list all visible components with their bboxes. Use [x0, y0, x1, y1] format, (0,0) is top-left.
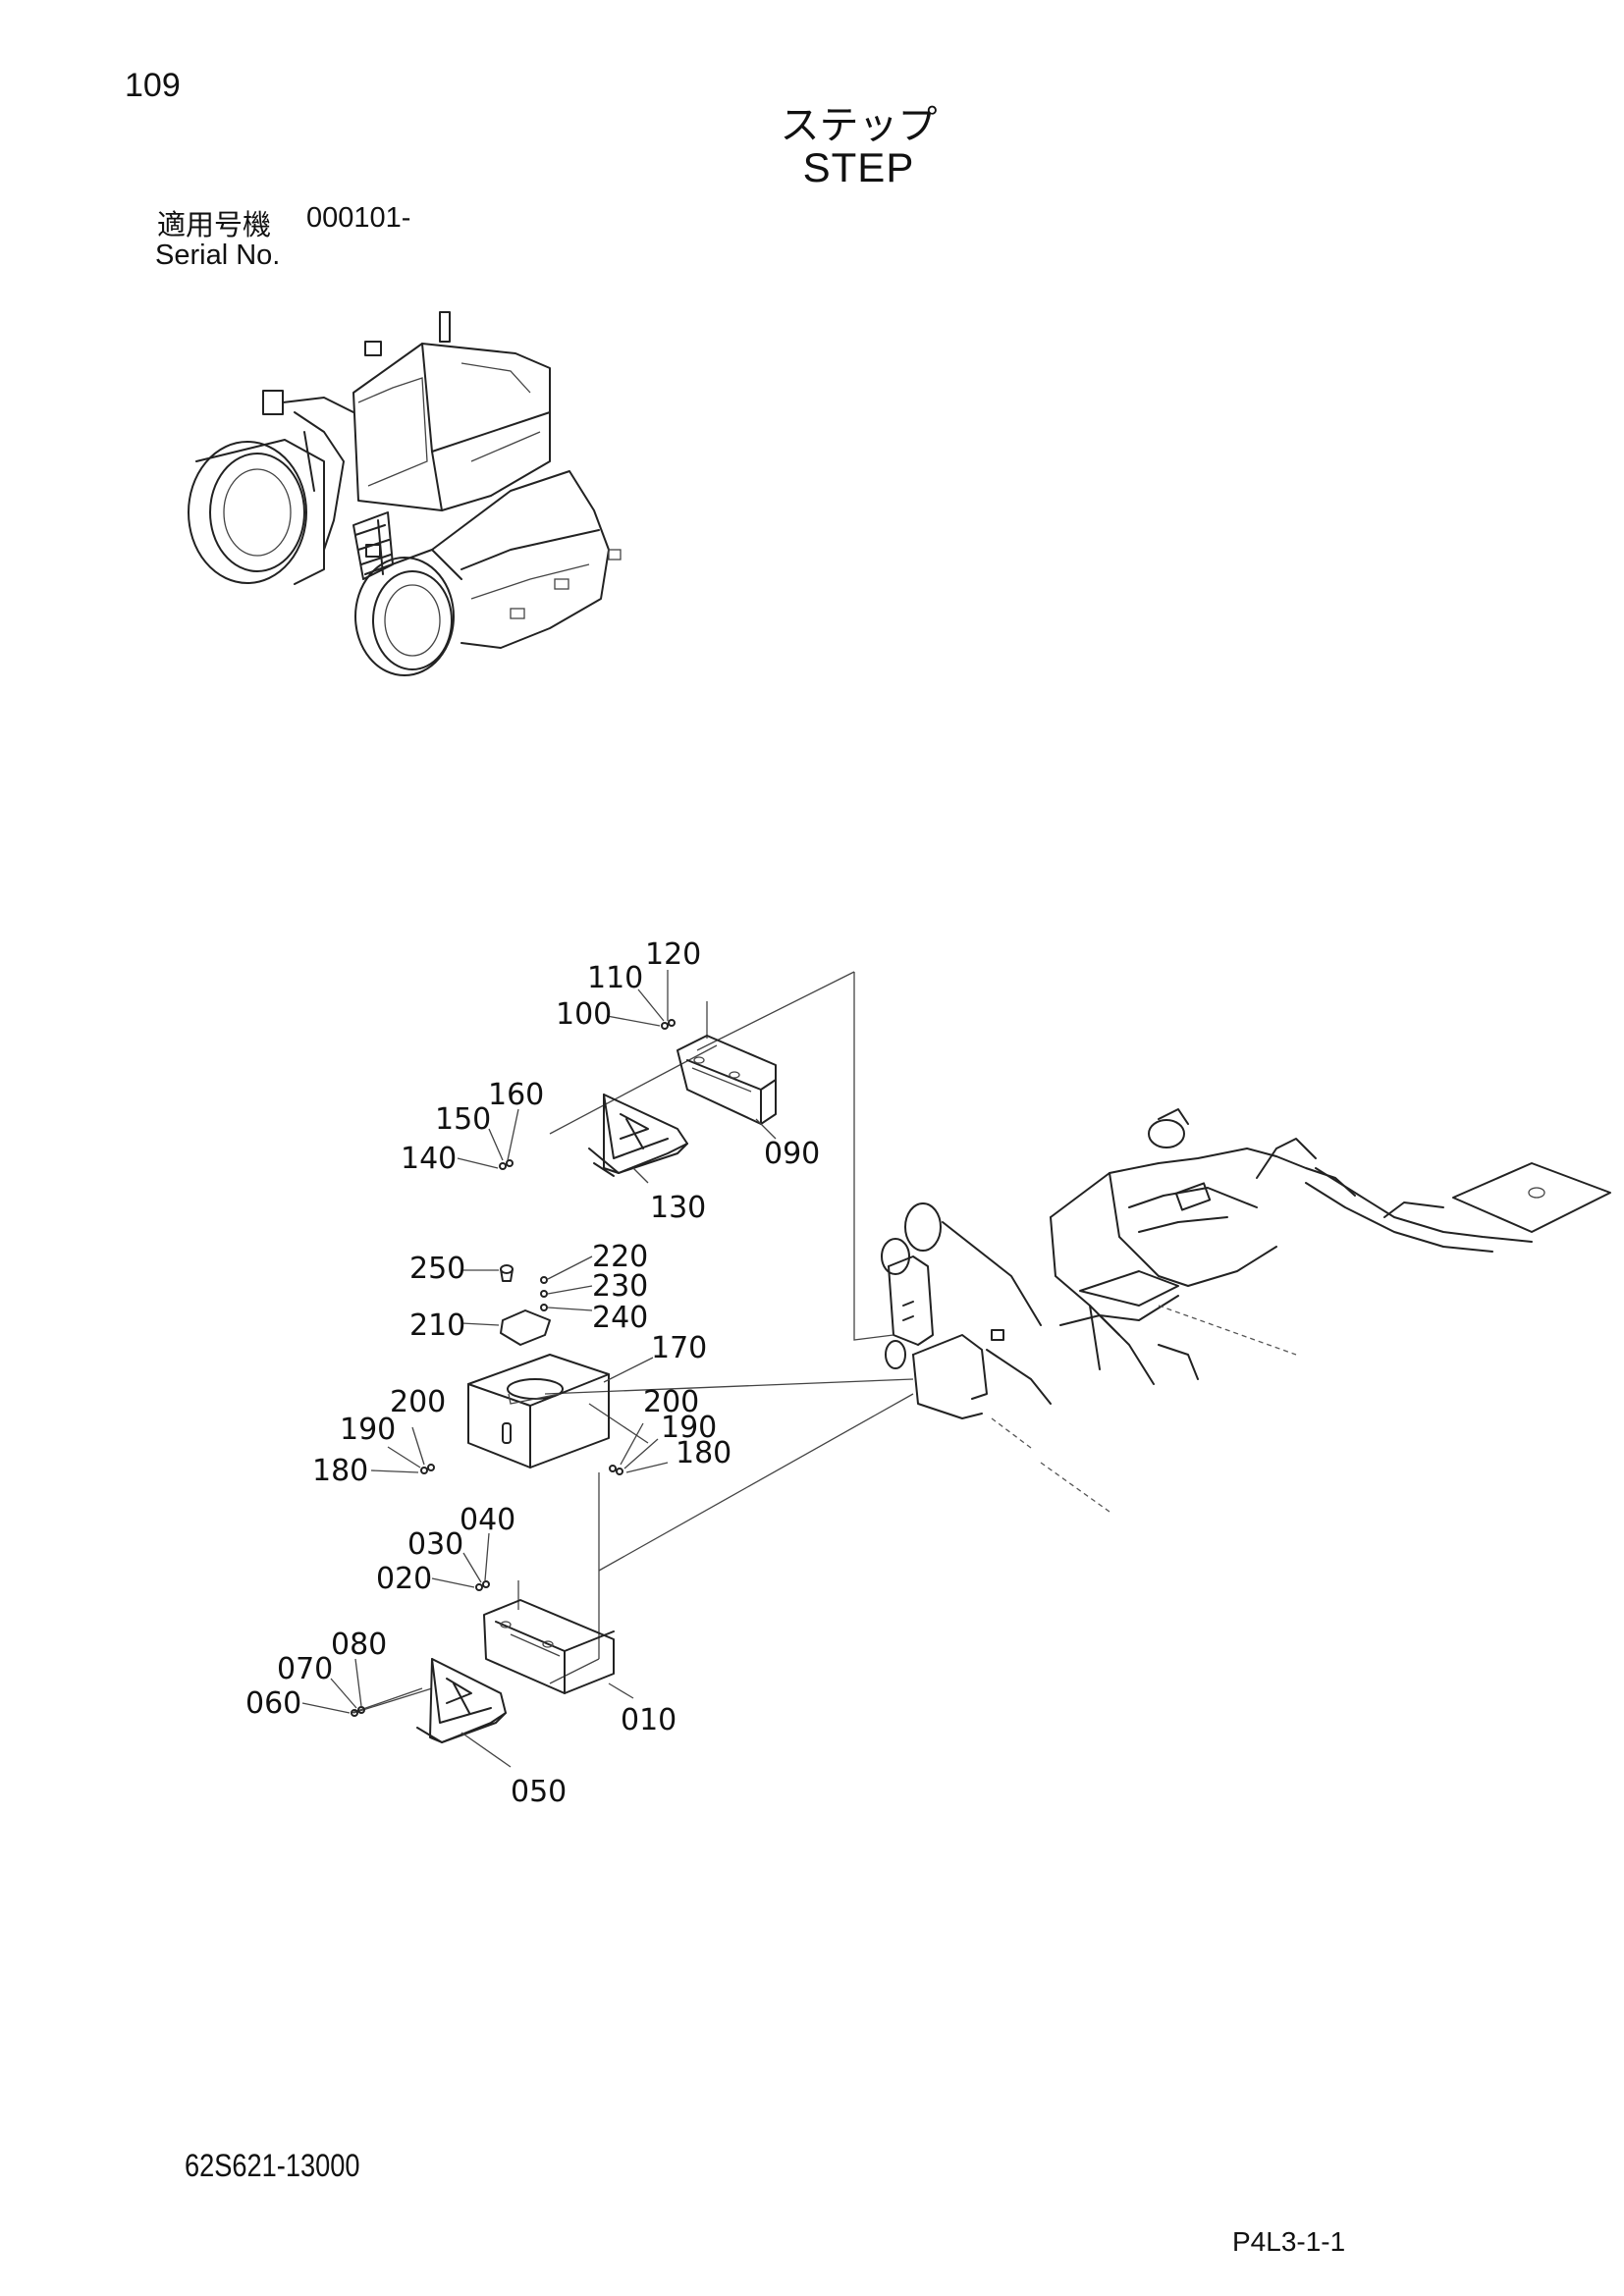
callout-070: 070	[277, 1652, 333, 1686]
drawing-number: 62S621-13000	[185, 2148, 360, 2183]
callout-100: 100	[556, 997, 612, 1032]
callout-190-right: 190	[661, 1411, 717, 1445]
page-title-english: STEP	[802, 144, 915, 190]
machine-overview-illustration	[188, 311, 622, 676]
callout-160: 160	[488, 1078, 544, 1112]
callout-220: 220	[592, 1240, 648, 1274]
chassis-frame-illustration	[881, 1108, 1611, 1513]
callout-090: 090	[764, 1137, 820, 1171]
callout-040: 040	[460, 1503, 515, 1537]
serial-label-english: Serial No.	[155, 240, 281, 271]
callout-120: 120	[645, 937, 701, 972]
callout-labels: 120 110 100 160 150 140 090 130 250 220 …	[245, 937, 820, 1809]
callout-230: 230	[592, 1269, 648, 1304]
callout-140: 140	[401, 1142, 457, 1176]
callout-080: 080	[331, 1628, 387, 1662]
callout-170: 170	[651, 1331, 707, 1365]
callout-050: 050	[511, 1775, 567, 1809]
callout-200-right: 200	[643, 1385, 699, 1419]
callout-250: 250	[409, 1252, 465, 1286]
callout-180-right: 180	[676, 1436, 731, 1470]
callout-030: 030	[407, 1527, 463, 1562]
callout-060: 060	[245, 1686, 301, 1721]
page-code: P4L3-1-1	[1232, 2226, 1346, 2257]
page-title-japanese: ステップ	[780, 103, 938, 148]
serial-number-value: 000101-	[306, 202, 411, 234]
callout-180-left: 180	[312, 1454, 368, 1488]
callout-150: 150	[435, 1102, 491, 1137]
fastener-group	[351, 1019, 676, 1717]
callout-210: 210	[409, 1308, 465, 1343]
callout-190-left: 190	[340, 1413, 396, 1447]
callout-110: 110	[587, 961, 643, 995]
page-number: 109	[125, 67, 181, 104]
exploded-parts	[301, 970, 914, 1768]
callout-240: 240	[592, 1301, 648, 1335]
callout-130: 130	[650, 1191, 706, 1225]
callout-010: 010	[621, 1703, 677, 1737]
callout-200-left: 200	[390, 1385, 446, 1419]
serial-label-japanese: 適用号機	[157, 208, 272, 241]
callout-020: 020	[376, 1562, 432, 1596]
